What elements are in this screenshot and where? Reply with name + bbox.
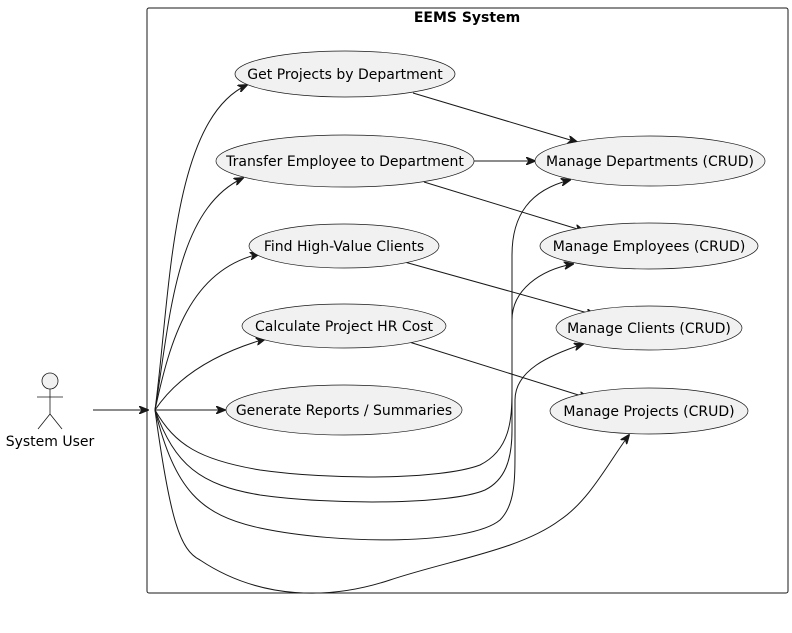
- actor-left-leg: [37, 413, 51, 430]
- actor-label: System User: [6, 434, 95, 450]
- usecase-label: Calculate Project HR Cost: [255, 319, 434, 335]
- actor-system-user: System User: [6, 372, 95, 450]
- usecase-label: Manage Projects (CRUD): [563, 404, 734, 420]
- edge-to-manage-projects: [154, 409, 629, 594]
- actor-head: [41, 372, 59, 390]
- edge-to-manage-clients: [154, 344, 583, 541]
- usecase-manage-clients[interactable]: Manage Clients (CRUD): [555, 305, 743, 351]
- system-boundary: EEMS System: [146, 7, 789, 594]
- usecase-ellipse: [241, 303, 447, 349]
- edge-transfer-employee-to-manage-employees: [423, 181, 584, 231]
- usecase-manage-departments[interactable]: Manage Departments (CRUD): [534, 135, 766, 187]
- edge-to-manage-departments: [154, 180, 570, 478]
- usecase-label: Manage Clients (CRUD): [567, 321, 731, 337]
- usecase-ellipse: [555, 305, 743, 351]
- usecase-ellipse: [234, 50, 456, 98]
- edge-find-high-value-clients-to-manage-clients: [400, 260, 595, 315]
- edge-to-manage-employees: [154, 264, 573, 503]
- usecase-label: Find High-Value Clients: [264, 239, 424, 255]
- system-boundary-title: EEMS System: [414, 10, 520, 26]
- usecase-label: Get Projects by Department: [247, 67, 443, 83]
- edge-to-transfer-employee: [154, 178, 243, 411]
- edge-to-calculate-project-hr-cost: [154, 339, 265, 411]
- usecase-ellipse: [215, 134, 475, 188]
- usecase-manage-projects[interactable]: Manage Projects (CRUD): [549, 387, 749, 435]
- usecase-transfer-employee-to-department[interactable]: Transfer Employee to Department: [215, 134, 475, 188]
- system-boundary-box: [146, 7, 789, 594]
- edge-to-get-projects-by-department: [154, 85, 247, 411]
- usecase-ellipse: [539, 222, 759, 270]
- usecase-label: Generate Reports / Summaries: [236, 403, 452, 419]
- usecase-ellipse: [534, 135, 766, 187]
- usecase-label: Manage Employees (CRUD): [553, 239, 746, 255]
- actor-right-leg: [49, 413, 63, 430]
- usecase-get-projects-by-department[interactable]: Get Projects by Department: [234, 50, 456, 98]
- usecase-calculate-project-hr-cost[interactable]: Calculate Project HR Cost: [241, 303, 447, 349]
- usecase-find-high-value-clients[interactable]: Find High-Value Clients: [248, 223, 440, 269]
- edge-to-find-high-value-clients: [154, 254, 259, 411]
- usecase-label: Manage Departments (CRUD): [546, 154, 754, 170]
- usecase-ellipse: [248, 223, 440, 269]
- usecase-generate-reports-summaries[interactable]: Generate Reports / Summaries: [225, 384, 463, 436]
- usecase-manage-employees[interactable]: Manage Employees (CRUD): [539, 222, 759, 270]
- usecase-ellipse: [225, 384, 463, 436]
- usecase-ellipse: [549, 387, 749, 435]
- edge-get-projects-to-manage-departments: [412, 92, 577, 142]
- edges: [93, 85, 629, 594]
- edge-calculate-hr-cost-to-manage-projects: [405, 340, 588, 398]
- usecase-label: Transfer Employee to Department: [225, 154, 464, 170]
